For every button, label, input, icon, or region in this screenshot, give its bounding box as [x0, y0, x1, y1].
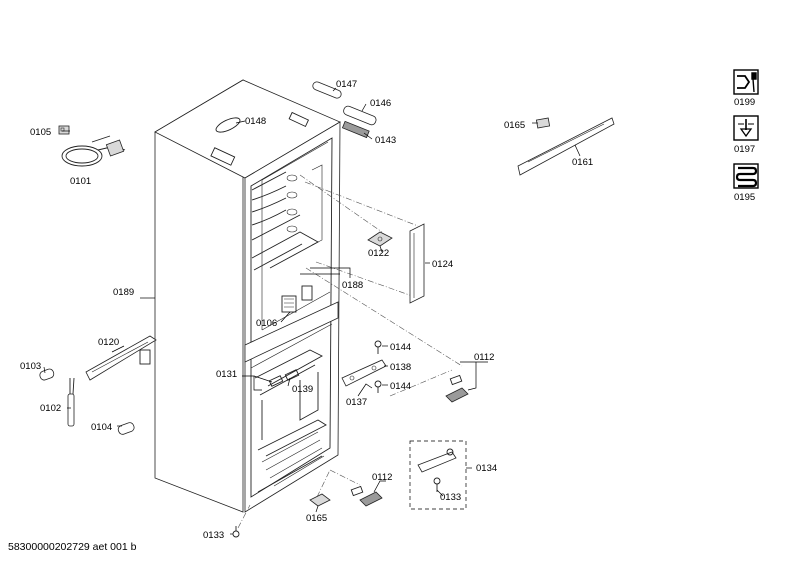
label-0144-bottom: 0144 [390, 381, 411, 392]
part-0104-cylinder [117, 422, 135, 435]
part-0105-connector [58, 125, 70, 135]
fridge-cabinet [154, 79, 341, 513]
part-0161-trim-strip [517, 117, 615, 176]
part-0103-cap [39, 368, 55, 381]
assembly-lines [237, 174, 463, 529]
label-0197: 0197 [734, 144, 755, 155]
document-id: 58300000202729 aet 001 b [8, 541, 137, 553]
label-0133-group: 0133 [440, 492, 461, 503]
label-0188: 0188 [342, 280, 363, 291]
part-0143-hinge [341, 120, 370, 139]
label-0161: 0161 [572, 157, 593, 168]
label-0102: 0102 [40, 403, 61, 414]
label-0165-top: 0165 [504, 120, 525, 131]
label-0133-bottom: 0133 [203, 530, 224, 541]
part-labels: 0105 0101 0148 0147 0146 0143 0165 0161 … [20, 79, 593, 541]
part-0112-lower [350, 485, 383, 507]
label-0101: 0101 [70, 176, 91, 187]
label-0137: 0137 [346, 397, 367, 408]
label-0103: 0103 [20, 361, 41, 372]
part-0146-cover [343, 105, 377, 126]
part-0124-panel [409, 223, 425, 304]
label-0139: 0139 [292, 384, 313, 395]
heating-coil-icon [733, 163, 759, 189]
part-0138-bracket [341, 359, 387, 387]
part-0165-clip [535, 117, 551, 129]
leader-lines [43, 87, 581, 535]
part-0134-hinge-group [409, 440, 467, 510]
label-0124: 0124 [432, 259, 453, 270]
tool-down-icon [733, 115, 759, 141]
part-0144-screw-top [374, 340, 382, 354]
label-0146: 0146 [370, 98, 391, 109]
label-0104: 0104 [91, 422, 112, 433]
label-0112-upper: 0112 [474, 352, 494, 363]
part-0139-fittings [268, 369, 300, 387]
part-0165-lower-clip [309, 493, 331, 507]
label-0144-top: 0144 [390, 342, 411, 353]
part-0122-plate [367, 231, 393, 247]
label-0165-bottom: 0165 [306, 513, 327, 524]
part-0147-cover [312, 81, 342, 99]
label-0120: 0120 [98, 337, 119, 348]
label-0138: 0138 [390, 362, 411, 373]
label-0148: 0148 [245, 116, 266, 127]
label-0189: 0189 [113, 287, 134, 298]
part-0102-sensor [67, 377, 75, 427]
part-0144-screw-bottom [374, 380, 382, 393]
label-0199: 0199 [734, 97, 755, 108]
part-0120-rod [85, 335, 157, 381]
label-0105: 0105 [30, 127, 51, 138]
label-0134: 0134 [476, 463, 497, 474]
part-0112-upper [445, 374, 469, 403]
part-0101-power-cable [61, 135, 126, 167]
wrench-plug-icon [733, 69, 759, 95]
label-0147: 0147 [336, 79, 357, 90]
label-0112-lower: 0112 [372, 472, 392, 483]
label-0195: 0195 [734, 192, 755, 203]
label-0106: 0106 [256, 318, 277, 329]
label-0143: 0143 [375, 135, 396, 146]
label-0131: 0131 [216, 369, 237, 380]
label-0122: 0122 [368, 248, 389, 259]
